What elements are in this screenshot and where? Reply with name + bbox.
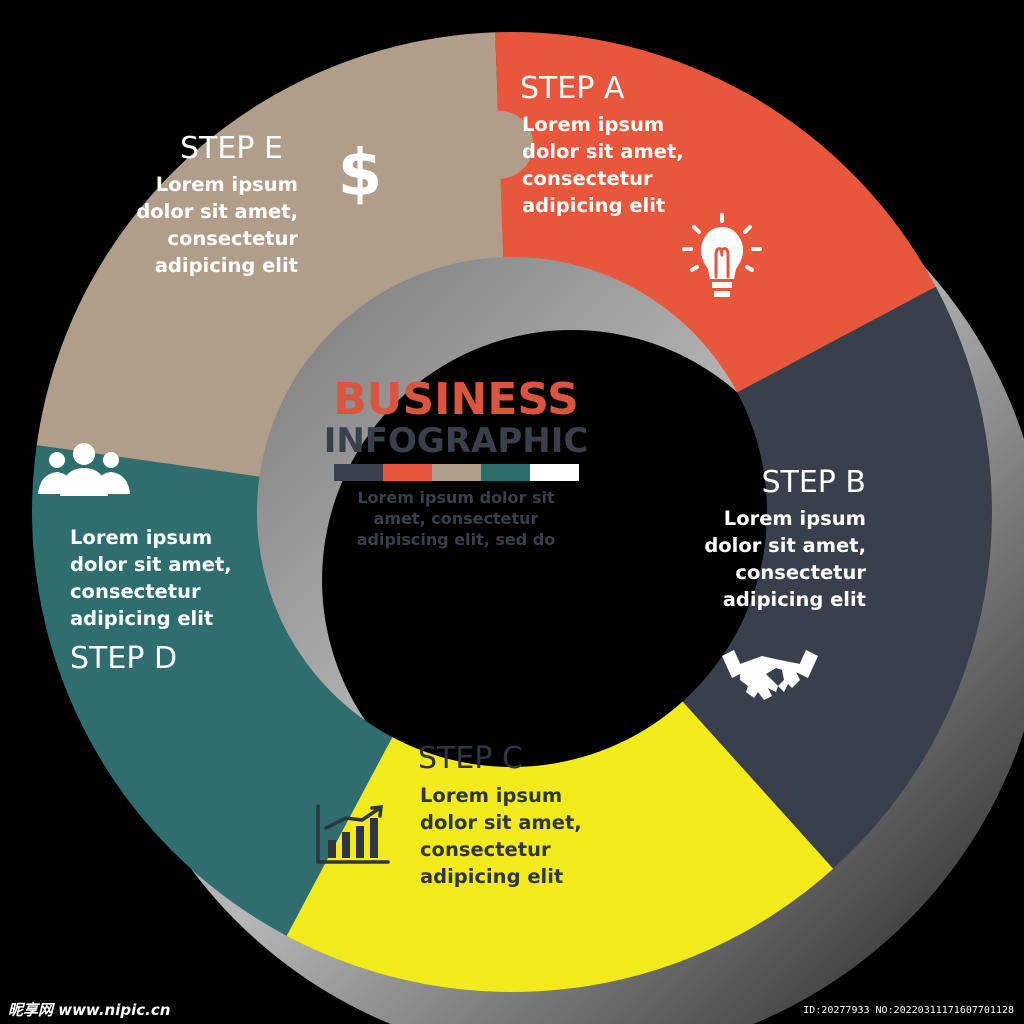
color-bar-swatch <box>481 464 530 481</box>
step-e-line-1: Lorem ipsum <box>156 173 298 196</box>
step-c-line-3: consectetur <box>420 838 551 861</box>
color-bar-swatch <box>383 464 432 481</box>
step-d-line-3: consectetur <box>70 580 201 603</box>
step-e: STEP E Lorem ipsum dolor sit amet, conse… <box>136 131 382 277</box>
step-d-title: STEP D <box>70 641 177 676</box>
step-e-line-2: dolor sit amet, <box>136 200 298 223</box>
step-b: STEP B Lorem ipsum dolor sit amet, conse… <box>704 465 866 700</box>
step-c-line-4: adipicing elit <box>420 865 563 888</box>
step-b-line-2: dolor sit amet, <box>704 534 866 557</box>
color-bar-swatch <box>432 464 481 481</box>
step-d: Lorem ipsum dolor sit amet, consectetur … <box>38 443 232 676</box>
center-text-line-1: Lorem ipsum dolor sit <box>357 488 555 507</box>
lightbulb-icon <box>682 213 762 297</box>
step-b-line-3: consectetur <box>735 561 866 584</box>
step-a-line-2: dolor sit amet, <box>522 140 684 163</box>
step-c-title: STEP C <box>418 741 523 776</box>
segment-e <box>36 32 504 477</box>
ring-segments <box>31 32 992 992</box>
color-bar-swatch <box>530 464 579 481</box>
watermark-left: 昵享网 www.nipic.cn <box>8 1001 171 1019</box>
step-b-line-1: Lorem ipsum <box>724 507 866 530</box>
center-block: BUSINESS INFOGRAPHIC Lorem ipsum dolor s… <box>324 374 589 549</box>
step-b-title: STEP B <box>761 465 866 500</box>
segment-b <box>682 286 992 869</box>
people-icon <box>38 443 130 496</box>
center-text-line-2: amet, consectetur <box>374 509 539 528</box>
step-b-line-4: adipicing elit <box>723 588 866 611</box>
watermark-right: ID:20277933 NO:20220311171607701128 <box>803 1005 1014 1016</box>
segment-c <box>286 701 834 992</box>
color-bar-swatch <box>334 464 383 481</box>
step-c-line-1: Lorem ipsum <box>420 784 562 807</box>
step-c-line-2: dolor sit amet, <box>420 811 582 834</box>
step-a-line-1: Lorem ipsum <box>522 113 664 136</box>
step-d-line-4: adipicing elit <box>70 607 213 630</box>
step-e-line-4: adipicing elit <box>155 254 298 277</box>
step-d-line-2: dolor sit amet, <box>70 553 232 576</box>
step-a-title: STEP A <box>520 71 625 106</box>
step-a-line-3: consectetur <box>522 167 653 190</box>
step-d-line-1: Lorem ipsum <box>70 526 212 549</box>
handshake-icon <box>722 650 818 700</box>
color-bar <box>334 464 579 481</box>
segment-d <box>31 445 393 936</box>
step-e-title: STEP E <box>180 131 283 166</box>
infographic-title: BUSINESS <box>333 374 579 425</box>
bar-chart-icon <box>316 804 390 864</box>
segment-a <box>495 32 936 393</box>
center-text-line-3: adipiscing elit, sed do <box>357 530 556 549</box>
step-a-line-4: adipicing elit <box>522 194 665 217</box>
step-e-line-3: consectetur <box>167 227 298 250</box>
step-c: STEP C Lorem ipsum dolor sit amet, conse… <box>316 741 582 888</box>
infographic-subtitle: INFOGRAPHIC <box>324 421 589 461</box>
puzzle-tab-e <box>465 110 534 179</box>
step-a: STEP A Lorem ipsum dolor sit amet, conse… <box>520 71 762 297</box>
svg-text:$: $ <box>338 137 383 211</box>
dollar-icon: $ <box>338 137 383 211</box>
